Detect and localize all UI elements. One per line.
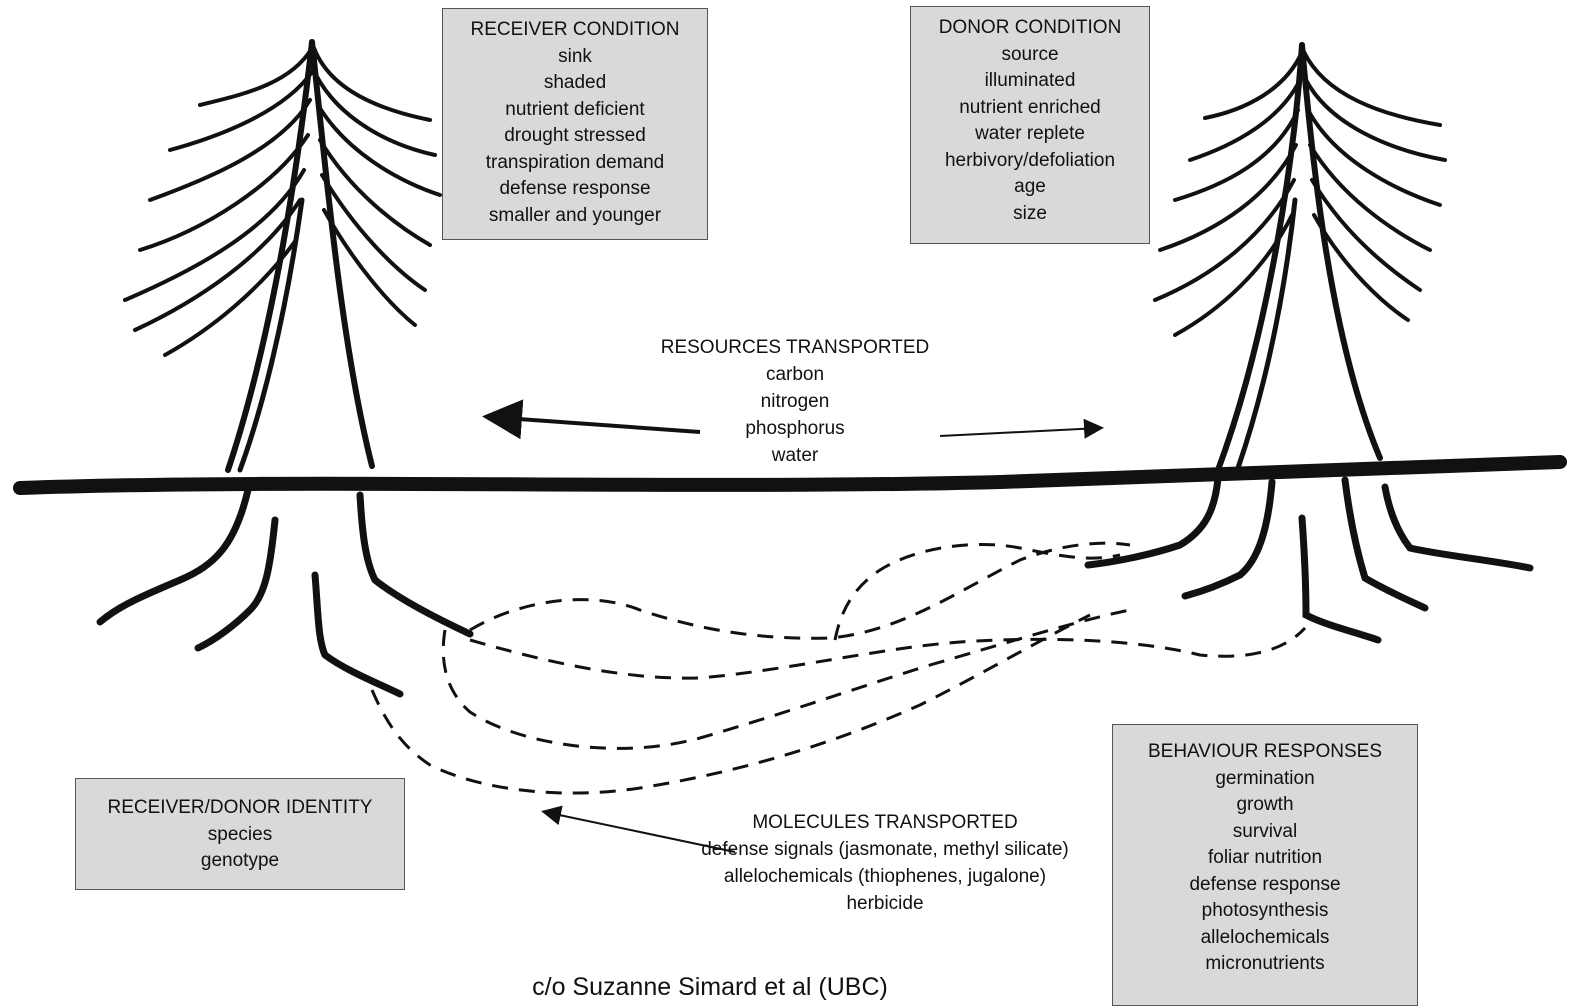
ground-line — [13, 455, 1567, 495]
identity-item: species — [207, 823, 273, 845]
molecule-item: herbicide — [846, 893, 924, 914]
resources-transported-label: RESOURCES TRANSPORTED carbon nitrogen ph… — [620, 334, 970, 469]
receiver-condition-item: shaded — [543, 72, 607, 93]
behaviour-item: survival — [1232, 820, 1298, 842]
receiver-condition-item: smaller and younger — [488, 204, 662, 226]
molecules-transported-title: MOLECULES TRANSPORTED — [752, 812, 1018, 833]
molecules-arrow — [541, 805, 736, 853]
donor-condition-item: nutrient enriched — [959, 96, 1101, 118]
donor-condition-box: DONOR CONDITION source illuminated nutri… — [910, 6, 1150, 244]
donor-condition-item: source — [1001, 43, 1059, 65]
behaviour-item: photosynthesis — [1201, 900, 1329, 921]
donor-condition-item: water replete — [975, 123, 1085, 144]
molecules-transported-label: MOLECULES TRANSPORTED defense signals (j… — [660, 809, 1110, 917]
behaviour-item: growth — [1236, 794, 1294, 815]
hyphal-network — [370, 541, 1307, 795]
donor-condition-item: illuminated — [984, 70, 1076, 91]
donor-condition-item: age — [1014, 176, 1046, 197]
big-left-arrow — [482, 399, 701, 440]
receiver-condition-item: nutrient deficient — [505, 98, 645, 120]
identity-item: genotype — [200, 850, 280, 871]
behaviour-item: foliar nutrition — [1207, 847, 1323, 868]
receiver-condition-box: RECEIVER CONDITION sink shaded nutrient … — [442, 8, 708, 240]
receiver-condition-item: defense response — [499, 178, 651, 199]
receiver-tree — [96, 39, 474, 698]
behaviour-responses-box: BEHAVIOUR RESPONSES germination growth s… — [1112, 724, 1418, 1006]
resource-item: water — [771, 445, 819, 466]
receiver-condition-item: transpiration demand — [485, 151, 665, 173]
donor-condition-item: herbivory/defoliation — [944, 149, 1116, 171]
receiver-condition-item: drought stressed — [504, 125, 646, 146]
molecule-item: defense signals (jasmonate, methyl silic… — [701, 839, 1069, 860]
molecule-item: allelochemicals (thiophenes, jugalone) — [723, 866, 1047, 887]
behaviour-item: allelochemicals — [1200, 926, 1330, 948]
identity-title: RECEIVER/DONOR IDENTITY — [107, 797, 373, 818]
donor-tree — [1084, 42, 1534, 644]
donor-condition-item: size — [1013, 202, 1047, 224]
resource-item: nitrogen — [760, 391, 830, 412]
resource-item: phosphorus — [745, 418, 845, 439]
small-right-arrow — [939, 418, 1104, 439]
receiver-condition-title: RECEIVER CONDITION — [470, 19, 680, 40]
behaviour-responses-title: BEHAVIOUR RESPONSES — [1147, 741, 1383, 762]
receiver-condition-item: sink — [558, 45, 592, 67]
behaviour-item: germination — [1215, 767, 1315, 789]
identity-box: RECEIVER/DONOR IDENTITY species genotype — [75, 778, 405, 890]
behaviour-item: micronutrients — [1205, 953, 1325, 974]
resource-item: carbon — [765, 364, 825, 385]
image-credit: c/o Suzanne Simard et al (UBC) — [532, 973, 888, 1001]
donor-condition-title: DONOR CONDITION — [938, 17, 1122, 38]
resources-transported-title: RESOURCES TRANSPORTED — [660, 337, 930, 358]
behaviour-item: defense response — [1189, 873, 1341, 895]
